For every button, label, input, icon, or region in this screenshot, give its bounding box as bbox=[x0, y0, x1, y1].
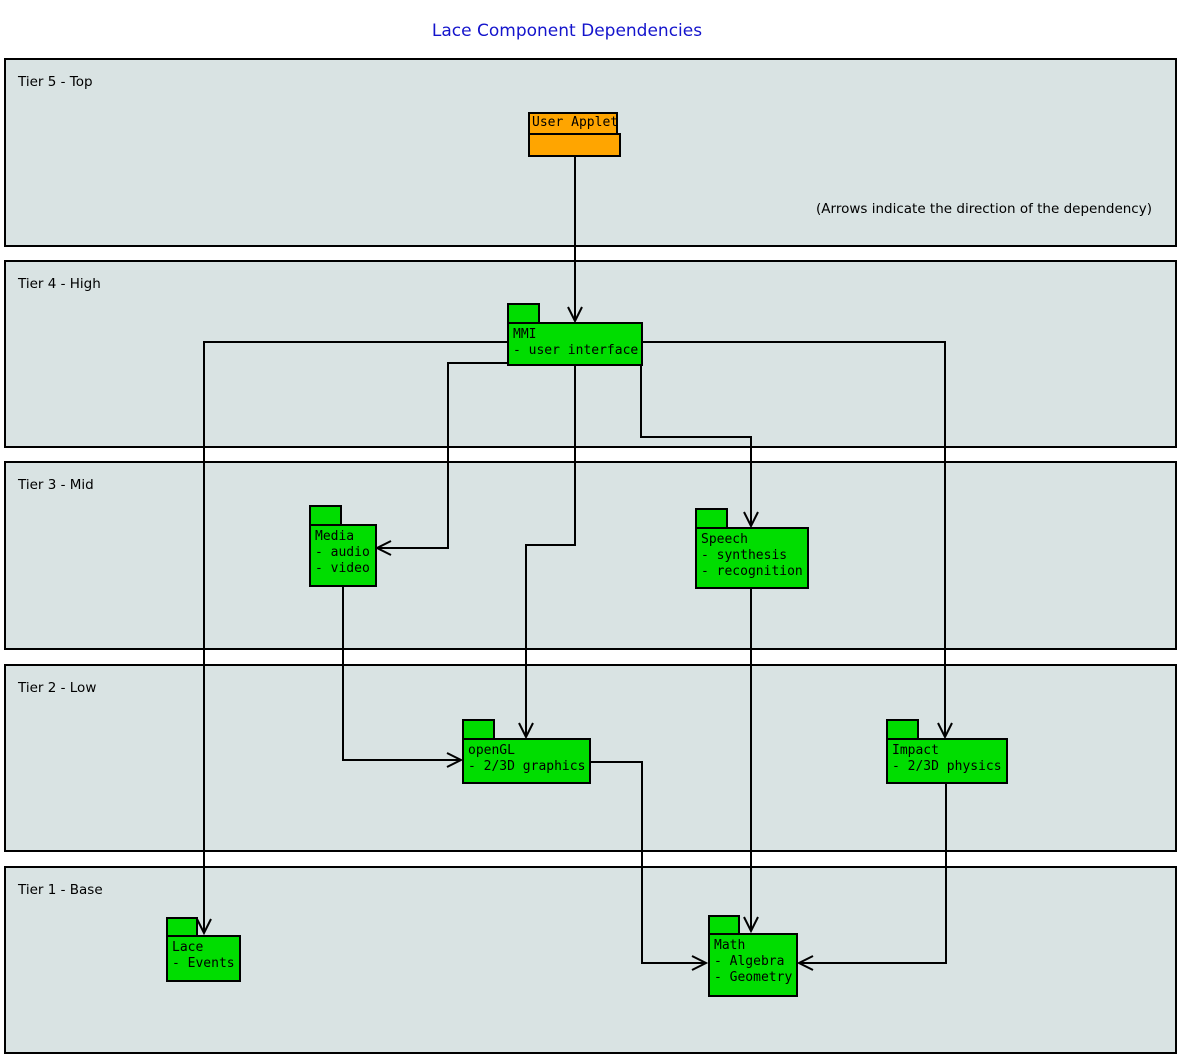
edge-impact-to-math bbox=[796, 784, 947, 971]
component-title: openGL bbox=[468, 743, 515, 758]
component-body: Speech - synthesis - recognition bbox=[695, 527, 809, 589]
arrowhead-down-icon bbox=[743, 916, 759, 934]
edge-speech-to-math bbox=[743, 589, 759, 934]
component-tab bbox=[166, 917, 198, 937]
tier-label-4: Tier 4 - High bbox=[18, 276, 101, 292]
edge-mmi-to-lace bbox=[196, 341, 507, 936]
component-tab bbox=[886, 719, 919, 740]
edge-line bbox=[591, 761, 705, 964]
component-item: - Geometry bbox=[714, 970, 793, 985]
edge-line bbox=[525, 365, 576, 736]
component-item: - 2/3D physics bbox=[892, 759, 1002, 774]
component-tab bbox=[507, 303, 540, 324]
edge-line bbox=[378, 362, 507, 549]
component-tab bbox=[695, 508, 728, 529]
component-item: - 2/3D graphics bbox=[468, 759, 586, 774]
arrowhead-down-icon bbox=[743, 511, 759, 529]
component-item: - Algebra bbox=[714, 954, 785, 969]
edge-mmi-to-speech bbox=[640, 365, 759, 529]
edge-media-to-opengl bbox=[342, 587, 464, 768]
edge-line bbox=[640, 365, 752, 525]
arrowhead-down-icon bbox=[567, 306, 583, 324]
component-item: - synthesis bbox=[701, 548, 788, 563]
edge-line bbox=[203, 341, 507, 932]
edge-mmi-to-opengl bbox=[518, 365, 576, 740]
component-title: Media bbox=[315, 529, 355, 544]
edge-line bbox=[800, 784, 947, 964]
component-item: - audio bbox=[315, 545, 370, 560]
tier-label-1: Tier 1 - Base bbox=[18, 882, 103, 898]
edge-opengl-to-math bbox=[591, 761, 709, 971]
tier-label-3: Tier 3 - Mid bbox=[18, 477, 94, 493]
component-body bbox=[528, 133, 621, 157]
page-title: Lace Component Dependencies bbox=[431, 21, 703, 41]
tier-label-2: Tier 2 - Low bbox=[18, 680, 97, 696]
edge-mmi-to-media bbox=[374, 362, 507, 556]
edge-line bbox=[641, 341, 946, 736]
component-item: - recognition bbox=[701, 564, 803, 579]
component-title: Lace bbox=[172, 940, 204, 955]
component-tab bbox=[708, 915, 740, 935]
arrowhead-down-icon bbox=[518, 722, 534, 740]
edge-line bbox=[342, 587, 460, 761]
component-item: - user interface bbox=[513, 343, 639, 358]
component-item: - Events bbox=[172, 956, 235, 971]
component-tab bbox=[462, 719, 495, 740]
component-body: MMI - user interface bbox=[507, 322, 643, 366]
arrowhead-down-icon bbox=[196, 918, 212, 936]
arrows-note: (Arrows indicate the direction of the de… bbox=[816, 201, 1152, 217]
arrowhead-right-icon bbox=[446, 752, 464, 768]
component-body: Math - Algebra - Geometry bbox=[708, 933, 798, 997]
edge-user-applet-to-mmi bbox=[567, 156, 583, 324]
arrowhead-left-icon bbox=[796, 955, 814, 971]
arrowhead-right-icon bbox=[691, 955, 709, 971]
tier-label-5: Tier 5 - Top bbox=[18, 74, 93, 90]
component-body: Lace - Events bbox=[166, 935, 241, 982]
component-title: MMI bbox=[513, 327, 537, 342]
component-title: Impact bbox=[892, 743, 939, 758]
component-title: Math bbox=[714, 938, 746, 953]
component-tab: User Applet bbox=[528, 112, 618, 135]
component-item: - video bbox=[315, 561, 370, 576]
tier-band-3: Tier 3 - Mid bbox=[4, 461, 1177, 650]
component-body: openGL - 2/3D graphics bbox=[462, 738, 591, 784]
edge-mmi-to-impact bbox=[641, 341, 953, 740]
component-body: Impact - 2/3D physics bbox=[886, 738, 1008, 784]
component-tab bbox=[309, 505, 342, 526]
component-title: Speech bbox=[701, 532, 748, 547]
arrowhead-left-icon bbox=[374, 540, 392, 556]
arrowhead-down-icon bbox=[937, 722, 953, 740]
component-body: Media - audio - video bbox=[309, 524, 377, 587]
